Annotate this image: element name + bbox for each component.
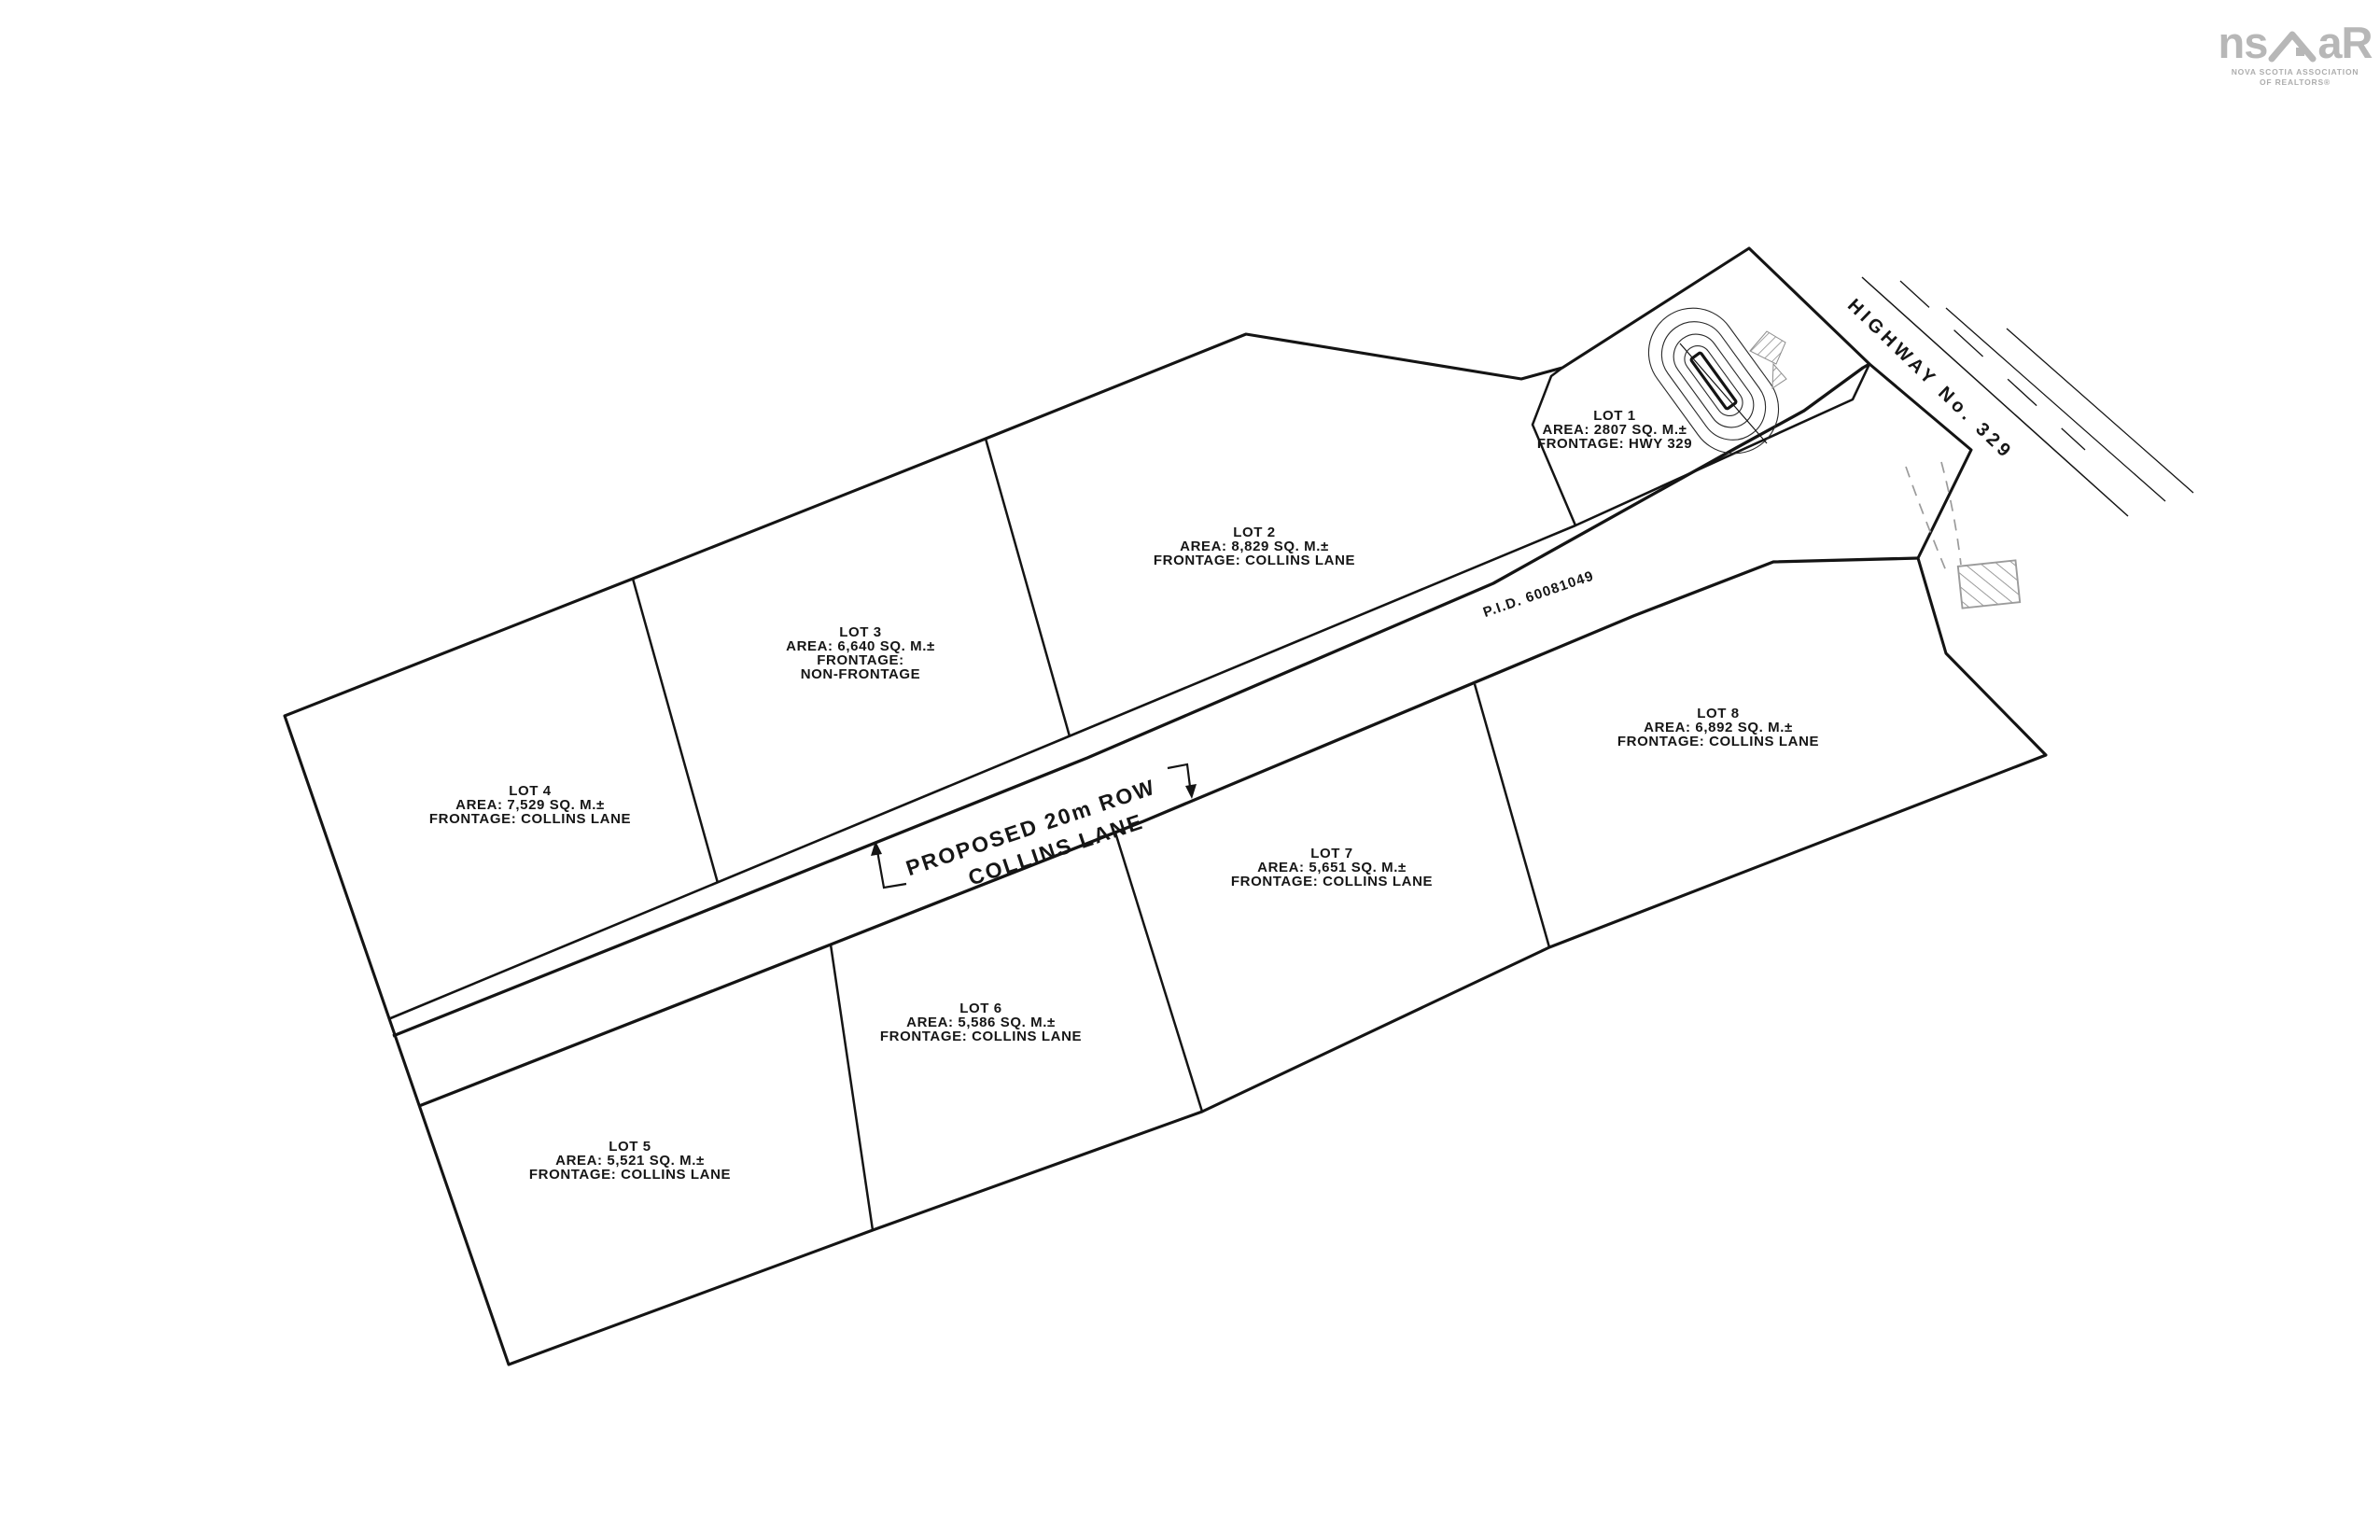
lot-7-label: LOT 7 AREA: 5,651 SQ. M.± FRONTAGE: COLL…	[1231, 846, 1433, 889]
lot-5-label: LOT 5 AREA: 5,521 SQ. M.± FRONTAGE: COLL…	[529, 1139, 731, 1183]
lot3-lot4-boundary	[631, 578, 720, 884]
lot-3-area: AREA: 6,640 SQ. M.±	[786, 638, 935, 654]
lot-4-area: AREA: 7,529 SQ. M.±	[455, 797, 605, 813]
highway-329-lines	[1861, 276, 2194, 517]
building-square	[1956, 559, 2022, 609]
lot-3-label: LOT 3 AREA: 6,640 SQ. M.± FRONTAGE: NON-…	[786, 624, 935, 682]
lot-4-frontage: FRONTAGE: COLLINS LANE	[429, 811, 631, 827]
driveway-dashed-path	[1905, 461, 1962, 574]
lot-5-area: AREA: 5,521 SQ. M.±	[555, 1153, 705, 1169]
collins-lane-road-label: PROPOSED 20m ROW COLLINS LANE	[903, 775, 1158, 890]
lot-1-frontage: FRONTAGE: HWY 329	[1537, 436, 1692, 452]
lot7-lot8-boundary	[1473, 683, 1551, 948]
nsar-house-icon	[2268, 31, 2317, 63]
nsar-tagline-1: NOVA SCOTIA ASSOCIATION	[2231, 67, 2359, 77]
lot-2-label: LOT 2 AREA: 8,829 SQ. M.± FRONTAGE: COLL…	[1154, 525, 1355, 568]
parcel-line-south-of-lots	[387, 363, 1871, 1021]
collins-lane-south-edge	[418, 556, 1919, 1108]
lot-8-label: LOT 8 AREA: 6,892 SQ. M.± FRONTAGE: COLL…	[1617, 706, 1819, 749]
hatched-flag-marker	[1749, 330, 1787, 389]
lot-1-label: LOT 1 AREA: 2807 SQ. M.± FRONTAGE: HWY 3…	[1537, 408, 1692, 452]
svg-text:HIGHWAY No. 329: HIGHWAY No. 329	[1843, 295, 2017, 464]
lot-3-frontage: FRONTAGE:	[817, 652, 903, 668]
row-dimension-arrow-right	[1167, 763, 1197, 799]
lot-8-area: AREA: 6,892 SQ. M.±	[1644, 720, 1793, 735]
lot-7-area: AREA: 5,651 SQ. M.±	[1257, 860, 1407, 875]
lot-4-label: LOT 4 AREA: 7,529 SQ. M.± FRONTAGE: COLL…	[429, 783, 631, 827]
subdivision-outer-boundary	[283, 246, 2048, 1366]
nsar-logo-text-left: ns	[2218, 18, 2269, 67]
row-dimension-arrow-left	[871, 841, 907, 889]
svg-text:P.I.D. 60081049: P.I.D. 60081049	[1481, 567, 1596, 621]
lot6-lot7-boundary	[1113, 832, 1204, 1113]
lot-3-name: LOT 3	[839, 624, 882, 640]
nsar-tagline-2: OF REALTORS®	[2260, 77, 2331, 87]
lot-1-name: LOT 1	[1593, 408, 1636, 424]
lot1-lot2-boundary	[1531, 367, 1577, 526]
lot-1-area: AREA: 2807 SQ. M.±	[1543, 422, 1687, 438]
parcel-id-label: P.I.D. 60081049	[1481, 567, 1596, 621]
lot-2-area: AREA: 8,829 SQ. M.±	[1180, 539, 1329, 554]
lot-4-name: LOT 4	[509, 783, 552, 799]
lot-6-name: LOT 6	[959, 1001, 1002, 1016]
lot2-lot3-boundary	[984, 438, 1071, 737]
lot-2-frontage: FRONTAGE: COLLINS LANE	[1154, 553, 1355, 568]
lot-3-frontage-value: NON-FRONTAGE	[801, 666, 921, 682]
nsar-logo: ns aR NOVA SCOTIA ASSOCIATION OF REALTOR…	[2218, 18, 2373, 87]
lot-2-name: LOT 2	[1233, 525, 1276, 540]
lot-6-label: LOT 6 AREA: 5,586 SQ. M.± FRONTAGE: COLL…	[880, 1001, 1082, 1044]
lot-8-frontage: FRONTAGE: COLLINS LANE	[1617, 734, 1819, 749]
lot-5-name: LOT 5	[609, 1139, 651, 1155]
lot-7-frontage: FRONTAGE: COLLINS LANE	[1231, 874, 1433, 889]
culvert-centerline	[1679, 343, 1768, 444]
collins-lane-north-edge	[392, 362, 1870, 1038]
lot5-lot6-boundary	[829, 944, 875, 1231]
highway-329-label: HIGHWAY No. 329	[1843, 295, 2017, 464]
nsar-logo-text-right: aR	[2317, 18, 2373, 67]
lot-7-name: LOT 7	[1310, 846, 1353, 861]
lot-5-frontage: FRONTAGE: COLLINS LANE	[529, 1167, 731, 1183]
lot-6-frontage: FRONTAGE: COLLINS LANE	[880, 1029, 1082, 1044]
lot-8-name: LOT 8	[1697, 706, 1740, 721]
lot-6-area: AREA: 5,586 SQ. M.±	[906, 1015, 1056, 1030]
